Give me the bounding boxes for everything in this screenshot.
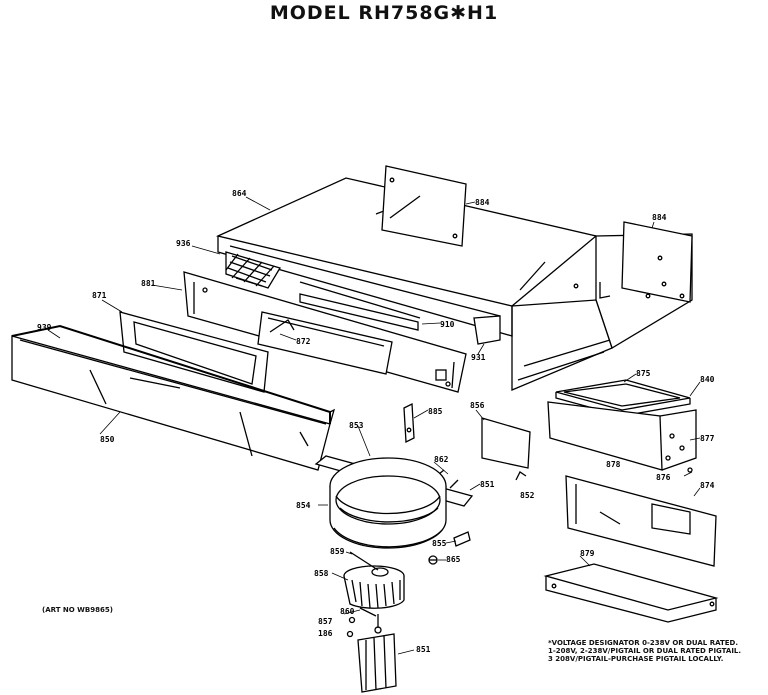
label-856: 856 xyxy=(470,401,485,410)
label-884-right: 884 xyxy=(652,213,667,222)
label-853: 853 xyxy=(349,421,364,430)
front-cover-850 xyxy=(11,324,336,471)
part-labels: 864 884 884 936 881 871 939 910 872 931 … xyxy=(37,189,715,654)
label-931: 931 xyxy=(471,353,486,362)
label-859: 859 xyxy=(330,547,345,556)
label-186: 186 xyxy=(318,629,333,638)
label-874: 874 xyxy=(700,481,715,490)
plate-856 xyxy=(481,417,531,469)
blower-housing-854 xyxy=(329,457,447,549)
label-858: 858 xyxy=(314,569,329,578)
label-877: 877 xyxy=(700,434,715,443)
clip-855 xyxy=(453,531,471,547)
label-885: 885 xyxy=(428,407,443,416)
label-875: 875 xyxy=(636,369,651,378)
label-857: 857 xyxy=(318,617,333,626)
label-871: 871 xyxy=(92,291,107,300)
blower-wheel-858 xyxy=(343,565,405,609)
label-852: 852 xyxy=(520,491,535,500)
label-879: 879 xyxy=(580,549,595,558)
louver-910 xyxy=(299,293,419,331)
label-860: 860 xyxy=(340,607,355,616)
label-864: 864 xyxy=(232,189,247,198)
label-910: 910 xyxy=(440,320,455,329)
leader-lines xyxy=(47,196,701,655)
label-862: 862 xyxy=(434,455,449,464)
label-851-lower: 851 xyxy=(416,645,431,654)
back-panel-884-left xyxy=(381,165,467,247)
label-876: 876 xyxy=(656,473,671,482)
label-881: 881 xyxy=(141,279,156,288)
label-855: 855 xyxy=(432,539,447,548)
screw-865 xyxy=(428,555,438,565)
art-number: (ART NO WB9865) xyxy=(42,606,113,614)
diagram-title: MODEL RH758G✱H1 xyxy=(269,2,499,24)
bracket-885 xyxy=(403,402,415,444)
back-panel-884-right xyxy=(621,221,693,303)
filter-936 xyxy=(225,251,281,289)
label-850: 850 xyxy=(100,435,115,444)
voltage-note: *VOLTAGE DESIGNATOR 0-238V OR DUAL RATED… xyxy=(548,639,742,663)
label-872: 872 xyxy=(296,337,311,346)
label-851-upper: 851 xyxy=(480,480,495,489)
label-840: 840 xyxy=(700,375,715,384)
label-854: 854 xyxy=(296,501,311,510)
label-939: 939 xyxy=(37,323,52,332)
label-936: 936 xyxy=(176,239,191,248)
label-878: 878 xyxy=(606,460,621,469)
bracket-840 xyxy=(547,401,697,471)
bracket-931 xyxy=(473,315,501,345)
label-865: 865 xyxy=(446,555,461,564)
label-884-left: 884 xyxy=(475,198,490,207)
motor-851 xyxy=(357,614,397,693)
panel-874 xyxy=(565,475,717,567)
rail-879 xyxy=(543,563,719,623)
small-parts xyxy=(346,467,693,638)
lamp-housing-872 xyxy=(257,311,393,375)
